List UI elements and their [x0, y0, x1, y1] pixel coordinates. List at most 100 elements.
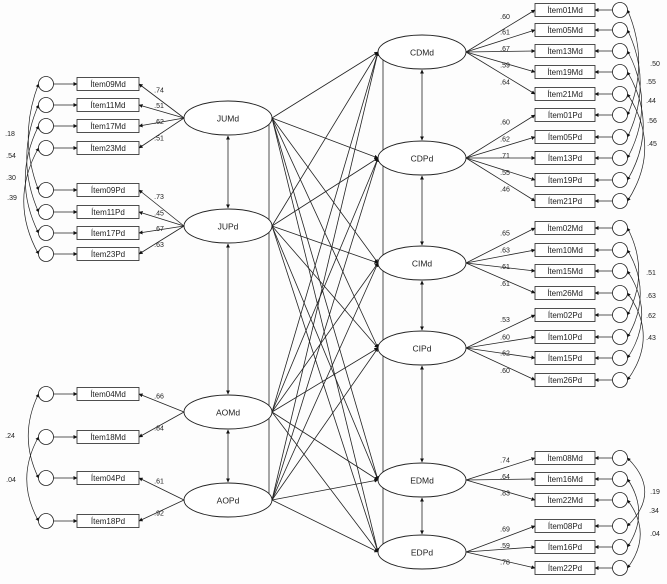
item-label-left: Ítem17Md [90, 122, 126, 131]
path-aomd-cdmd [271, 51, 379, 413]
error-circle-left [38, 225, 54, 241]
loading-value-right: .60 [500, 14, 510, 21]
item-label-left: Ítem09Pd [91, 186, 125, 195]
error-circle-left [38, 513, 54, 529]
item-box-right [534, 519, 596, 533]
loading-path-right-16 [465, 347, 536, 360]
loading-value-right: .64 [500, 474, 510, 481]
item-box-right [534, 561, 596, 575]
error-circle-right [612, 64, 628, 80]
item-box-right [534, 221, 596, 235]
item-box-left [76, 430, 140, 444]
path-jupd-cdmd [271, 51, 379, 227]
item-box-right [534, 540, 596, 554]
error-cov-curve-right [627, 71, 644, 181]
loading-value-right: .46 [500, 186, 510, 193]
error-cov-value-left: .30 [6, 175, 16, 182]
loading-path-right-4 [465, 51, 536, 95]
loading-value-right: .59 [500, 543, 510, 550]
error-circle-right [612, 518, 628, 534]
item-label-left: Ítem18Pd [91, 517, 125, 526]
item-label-left: Ítem18Md [90, 433, 126, 442]
item-box-left [76, 205, 140, 219]
item-label-right: Ítem13Pd [548, 154, 582, 163]
loading-value-right: .69 [500, 527, 510, 534]
item-label-right: Ítem22Pd [548, 564, 582, 573]
error-circle-right [612, 539, 628, 555]
latent-label-cdpd: CDPd [411, 153, 434, 163]
loading-path-right-8 [465, 157, 536, 181]
path-aomd-cdpd [271, 157, 379, 413]
error-circle-left [38, 140, 54, 156]
error-cov-curve-right [627, 249, 641, 338]
path-jumd-edpd [271, 117, 380, 553]
latent-cimd [377, 245, 467, 281]
error-cov-value-left: .54 [6, 153, 16, 160]
loading-value-left: .62 [154, 119, 164, 126]
loading-value-right: .67 [500, 46, 510, 53]
latent-cdmd [377, 34, 467, 70]
item-label-right: Ítem22Md [547, 496, 583, 505]
path-aomd-edmd [271, 411, 379, 481]
item-box-left [76, 77, 140, 91]
error-cov-value-right: .34 [649, 508, 659, 515]
error-cov-curve-left [25, 125, 39, 234]
item-box-left [76, 226, 140, 240]
error-cov-value-right: .55 [646, 79, 656, 86]
loading-value-left: .51 [154, 135, 164, 142]
item-box-right [534, 472, 596, 486]
item-label-right: Ítem19Md [547, 68, 583, 77]
path-aopd-cipd [271, 347, 379, 501]
loading-value-left: .51 [154, 103, 164, 110]
error-circle-right [612, 263, 628, 279]
error-circle-right [612, 172, 628, 188]
item-box-left [76, 98, 140, 112]
path-aopd-edmd [271, 478, 379, 501]
path-aopd-cdpd [271, 157, 379, 501]
loading-value-right: .53 [500, 317, 510, 324]
latent-edmd [377, 462, 467, 498]
item-box-right [534, 243, 596, 257]
loading-path-right-9 [465, 157, 536, 202]
item-box-left [76, 247, 140, 261]
loading-value-left: .63 [154, 242, 164, 249]
item-box-left [76, 514, 140, 528]
item-label-left: Ítem23Pd [91, 250, 125, 259]
error-cov-curve-right [627, 93, 645, 202]
item-box-right [534, 23, 596, 37]
error-cov-curve-right [627, 270, 643, 359]
item-box-right [534, 173, 596, 187]
loading-path-right-6 [465, 136, 536, 159]
loading-path-left-8 [138, 393, 185, 413]
loading-value-left: .66 [154, 393, 164, 400]
item-box-right [534, 373, 596, 387]
error-cov-curve-left [23, 147, 39, 255]
item-label-right: Ítem02Md [547, 224, 583, 233]
path-aomd-cipd [271, 347, 379, 413]
error-cov-value-right: .19 [650, 489, 660, 496]
error-circle-right [612, 492, 628, 508]
loading-value-right: .61 [500, 264, 510, 271]
error-circle-right [612, 150, 628, 166]
error-cov-curve-right [627, 457, 646, 527]
item-box-left [76, 119, 140, 133]
loading-path-right-23 [465, 551, 536, 570]
item-label-right: Ítem10Md [547, 246, 583, 255]
loading-value-left: .61 [154, 478, 164, 485]
latent-aomd [183, 394, 273, 430]
error-circle-right [612, 450, 628, 466]
latent-label-cimd: CIMd [412, 258, 433, 268]
error-circle-right [612, 242, 628, 258]
item-label-right: Ítem13Md [547, 47, 583, 56]
loading-value-left: .74 [154, 87, 164, 94]
loading-path-right-20 [465, 479, 536, 501]
loading-value-right: .61 [500, 30, 510, 37]
loading-path-left-11 [138, 499, 185, 522]
loading-value-right: .60 [500, 368, 510, 375]
item-box-right [534, 308, 596, 322]
error-cov-value-right: .63 [646, 293, 656, 300]
error-cov-value-right: .45 [647, 141, 657, 148]
error-circle-right [612, 129, 628, 145]
loading-path-right-18 [465, 457, 536, 481]
